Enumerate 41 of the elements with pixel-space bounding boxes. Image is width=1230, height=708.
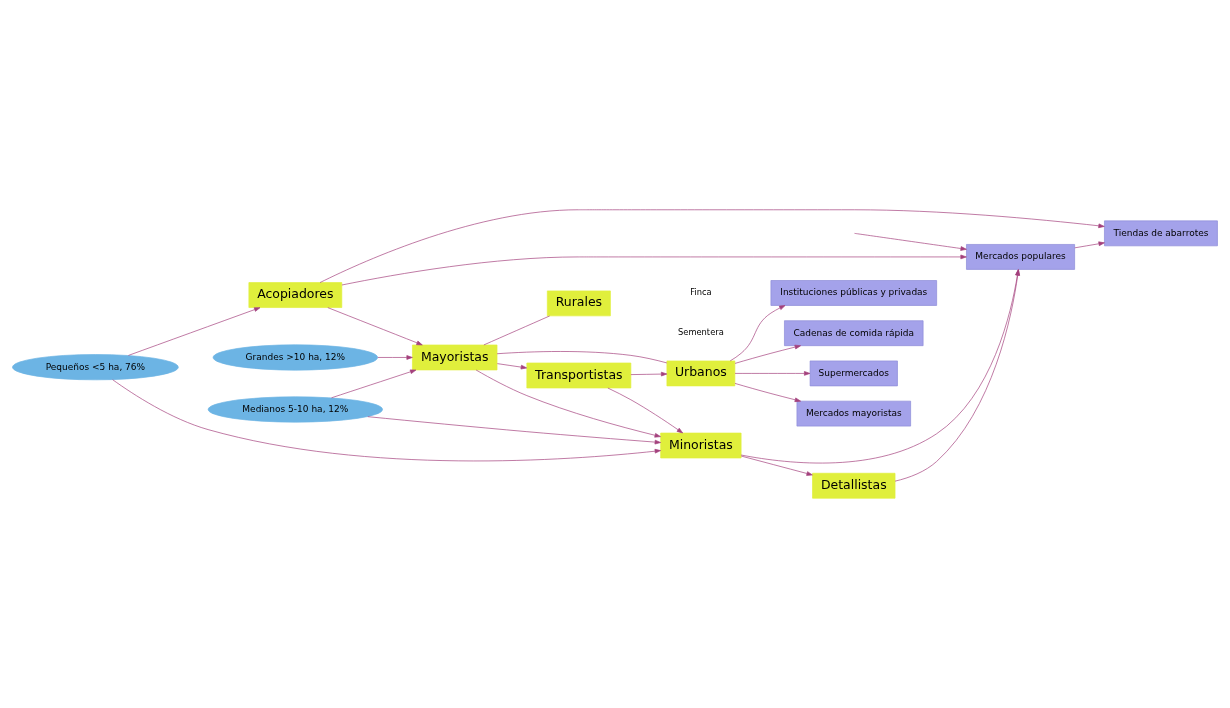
node-box: Minoristas — [660, 432, 742, 459]
node-box: Supermercados — [809, 360, 898, 387]
label: Sementera — [678, 327, 724, 338]
label: Finca — [690, 287, 712, 298]
arrow — [894, 269, 1020, 482]
arrow — [377, 355, 413, 360]
node-box: Mayoristas — [412, 344, 498, 371]
node-ellipse: Grandes >10 ha, 12% — [212, 344, 378, 371]
arrow — [112, 379, 661, 462]
arrow — [740, 269, 1020, 464]
arrow — [854, 233, 967, 251]
node-box: Tiendas de abarrotes — [1104, 220, 1218, 247]
node-box: Acopiadores — [248, 282, 343, 308]
node-box: Cadenas de comida rápida — [784, 320, 924, 347]
arrow — [475, 369, 661, 438]
arrow — [1074, 241, 1105, 249]
arrow — [630, 371, 668, 377]
arrow — [319, 209, 1105, 283]
arrow — [128, 307, 261, 356]
connector — [496, 351, 668, 364]
arrow — [331, 369, 417, 399]
node-box: Transportistas — [526, 362, 632, 389]
arrow — [740, 455, 813, 476]
arrow — [341, 254, 967, 286]
node-box: Detallistas — [812, 472, 896, 499]
arrow — [729, 305, 786, 362]
arrow — [496, 363, 528, 370]
arrow — [607, 387, 683, 434]
arrow — [367, 416, 661, 445]
node-ellipse: Medianos 5-10 ha, 12% — [207, 396, 383, 423]
node-box: Rurales — [546, 290, 611, 317]
arrow — [734, 344, 801, 364]
node-box: Mercados mayoristas — [796, 400, 911, 427]
node-box: Mercados populares — [966, 244, 1075, 270]
node-box: Instituciones públicas y privadas — [770, 280, 937, 306]
arrow — [734, 383, 801, 403]
connector — [483, 315, 550, 346]
arrow — [327, 307, 423, 346]
node-ellipse: Pequeños <5 ha, 76% — [12, 354, 179, 381]
arrow — [734, 371, 811, 376]
node-box: Urbanos — [666, 360, 736, 387]
